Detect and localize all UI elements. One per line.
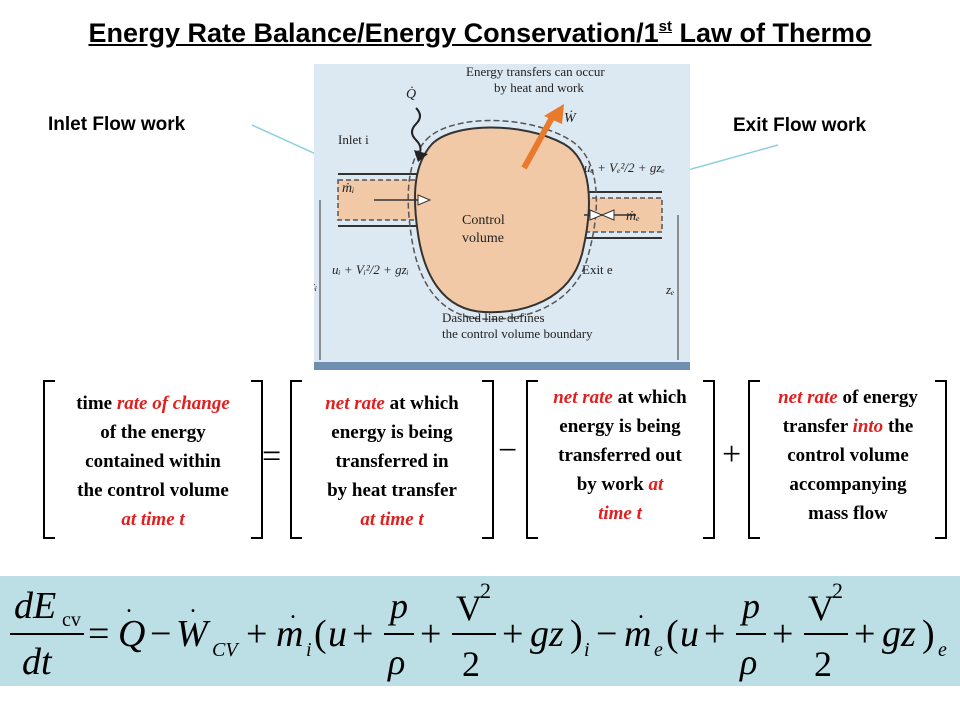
inlet-label: Inlet i (338, 132, 369, 147)
svg-text:Q̇: Q̇ (406, 86, 416, 102)
svg-text:2: 2 (480, 578, 491, 603)
svg-text:+: + (420, 613, 441, 655)
svg-text:Ẇ: Ẇ (564, 109, 577, 126)
inlet-flow-work-label: Inlet Flow work (48, 114, 186, 135)
svg-text:V: V (808, 588, 834, 628)
svg-text:+: + (704, 613, 725, 655)
box4-left-bracket (748, 380, 760, 539)
ground-line (314, 362, 690, 370)
svg-text:+: + (246, 613, 267, 655)
box4-right-bracket (935, 380, 947, 539)
svg-text:u: u (328, 613, 347, 655)
control-volume-shape (413, 126, 590, 314)
svg-text:dt: dt (22, 641, 53, 683)
equals-sign: = (262, 438, 282, 475)
box2-left-bracket (290, 380, 302, 539)
svg-text:2: 2 (462, 644, 480, 684)
exit-flow-work-label: Exit Flow work (733, 115, 867, 136)
box-work-transfer: net rate at which energy is being transf… (553, 387, 687, 524)
minus-sign: − (498, 432, 518, 469)
svg-text:.: . (190, 592, 196, 618)
dashed-note-2: the control volume boundary (442, 326, 593, 341)
svg-text:): ) (922, 613, 935, 655)
box1-right-bracket (251, 380, 263, 539)
box1-left-bracket (43, 380, 55, 539)
heat-arrow (411, 107, 422, 153)
svg-text:−: − (596, 613, 617, 655)
box2-right-bracket (482, 380, 494, 539)
svg-text:ṁₑ: ṁₑ (626, 209, 640, 224)
svg-text:): ) (570, 613, 583, 655)
svg-text:−: − (150, 613, 171, 655)
svg-text:gz: gz (530, 613, 564, 655)
energy-balance-equation: dE cv dt = Q . − W . CV + m . i ( u + p … (10, 578, 947, 684)
svg-text:u: u (680, 613, 699, 655)
svg-text:V: V (456, 588, 482, 628)
svg-text:uᵢ + Vᵢ²/2 + gzᵢ: uᵢ + Vᵢ²/2 + gzᵢ (332, 262, 409, 277)
control-volume-boundary (407, 119, 598, 321)
control-label-1: Control (462, 213, 505, 228)
svg-text:.: . (126, 592, 132, 618)
energy-note-1: Energy transfers can occur (466, 64, 605, 79)
svg-text:ρ: ρ (387, 642, 405, 682)
svg-text:dE: dE (14, 585, 56, 627)
control-volume-figure: Energy transfers can occur by heat and w… (314, 64, 690, 370)
svg-text:Q: Q (118, 613, 145, 655)
svg-text:zᵢ: zᵢ (314, 278, 317, 293)
svg-text:+: + (854, 613, 875, 655)
box-rate-of-change: time rate of change of the energy contai… (76, 393, 230, 530)
svg-text:+: + (502, 613, 523, 655)
svg-text:+: + (352, 613, 373, 655)
svg-text:e: e (938, 639, 947, 661)
svg-text:ρ: ρ (739, 642, 757, 682)
svg-text:uₑ + Vₑ²/2 + gzₑ: uₑ + Vₑ²/2 + gzₑ (584, 160, 665, 175)
svg-text:zₑ: zₑ (665, 282, 674, 297)
svg-text:ṁᵢ: ṁᵢ (342, 181, 354, 196)
svg-text:e: e (654, 639, 663, 661)
box3-left-bracket (526, 380, 538, 539)
svg-text:cv: cv (62, 609, 81, 631)
svg-text:i: i (584, 639, 590, 661)
svg-text:(: ( (314, 613, 327, 655)
svg-text:=: = (88, 613, 109, 655)
dashed-note-1: Dashed line defines (442, 310, 545, 325)
svg-text:.: . (638, 598, 644, 624)
equation-band (0, 576, 960, 686)
svg-text:2: 2 (832, 578, 843, 603)
exit-label: Exit e (582, 262, 613, 277)
svg-text:p: p (739, 586, 760, 626)
svg-text:CV: CV (212, 639, 240, 661)
svg-text:gz: gz (882, 613, 916, 655)
svg-text:(: ( (666, 613, 679, 655)
svg-text:+: + (772, 613, 793, 655)
svg-text:i: i (306, 639, 312, 661)
svg-text:m: m (276, 613, 303, 655)
box-mass-flow: net rate of energy transfer into the con… (778, 387, 918, 524)
svg-text:.: . (290, 598, 296, 624)
box3-right-bracket (703, 380, 715, 539)
energy-note-2: by heat and work (494, 80, 584, 95)
svg-text:p: p (387, 586, 408, 626)
svg-text:m: m (624, 613, 651, 655)
svg-text:2: 2 (814, 644, 832, 684)
plus-sign: + (722, 436, 742, 473)
page-title: Energy Rate Balance/Energy Conservation/… (88, 18, 872, 48)
box-heat-transfer: net rate at which energy is being transf… (325, 393, 459, 530)
control-label-2: volume (462, 231, 504, 246)
svg-text:W: W (176, 613, 211, 655)
work-arrow (521, 112, 557, 170)
